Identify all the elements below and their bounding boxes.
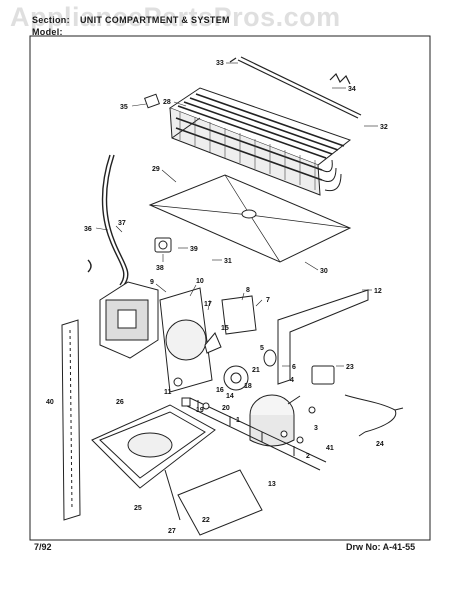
callout-13: 13 — [268, 481, 276, 488]
callout-23: 23 — [346, 364, 354, 371]
callout-37: 37 — [118, 220, 126, 227]
fan-motor-part — [204, 332, 249, 391]
wire-harness-part — [344, 394, 404, 437]
callout-36: 36 — [84, 226, 92, 233]
callout-26: 26 — [116, 399, 124, 406]
callout-7: 7 — [266, 297, 270, 304]
tube-bar-part — [229, 56, 362, 119]
callout-38: 38 — [156, 265, 164, 272]
capacitor-part — [263, 349, 277, 367]
model-label: Model: — [32, 27, 63, 37]
callout-12: 12 — [374, 288, 382, 295]
callout-33: 33 — [216, 60, 224, 67]
callout-21: 21 — [252, 367, 260, 374]
callout-20: 20 — [222, 405, 230, 412]
footer-date: 7/92 — [34, 542, 52, 552]
callout-41: 41 — [326, 445, 334, 452]
callout-14: 14 — [226, 393, 234, 400]
callout-34: 34 — [348, 86, 356, 93]
callout-9: 9 — [150, 279, 154, 286]
callout-40: 40 — [46, 399, 54, 406]
fan-shroud-part — [99, 281, 159, 359]
fan-housing-part — [159, 287, 213, 393]
motor-bracket-part — [221, 295, 257, 335]
callout-5: 5 — [260, 345, 264, 352]
condenser-coil-part — [168, 87, 352, 196]
callout-1: 1 — [236, 417, 240, 424]
callout-32: 32 — [380, 124, 388, 131]
base-rail-part — [184, 397, 327, 471]
callout-8: 8 — [246, 287, 250, 294]
callout-labels: 33 34 35 28 32 29 30 36 37 39 38 31 9 10… — [46, 60, 388, 535]
callout-15: 15 — [221, 325, 229, 332]
leader-lines — [95, 62, 378, 367]
compressor-part — [249, 394, 301, 447]
callout-30: 30 — [320, 268, 328, 275]
callout-25: 25 — [134, 505, 142, 512]
callout-6: 6 — [292, 364, 296, 371]
callout-10: 10 — [196, 278, 204, 285]
callout-39: 39 — [190, 246, 198, 253]
section-value: UNIT COMPARTMENT & SYSTEM — [80, 15, 230, 25]
relay-part — [311, 365, 335, 385]
callout-29: 29 — [152, 166, 160, 173]
drain-pan-part — [148, 174, 352, 263]
callout-18: 18 — [244, 383, 252, 390]
small-hardware-parts — [173, 377, 316, 444]
callout-35: 35 — [120, 104, 128, 111]
back-panel-part — [177, 469, 263, 536]
callout-2: 2 — [306, 453, 310, 460]
bracket-part — [154, 237, 172, 253]
callout-11: 11 — [164, 389, 172, 396]
callout-24: 24 — [376, 441, 384, 448]
base-pan-part — [91, 404, 216, 489]
clip-part-35 — [144, 93, 160, 109]
callout-3: 3 — [314, 425, 318, 432]
callout-27: 27 — [168, 528, 176, 535]
callout-17: 17 — [204, 301, 212, 308]
side-strip-part — [61, 319, 81, 521]
callout-16: 16 — [216, 387, 224, 394]
callout-22: 22 — [202, 517, 210, 524]
brace-part-27 — [164, 469, 181, 521]
section-label: Section: — [32, 15, 70, 25]
callout-4: 4 — [290, 377, 294, 384]
callout-31: 31 — [224, 258, 232, 265]
tubing-part — [87, 154, 129, 286]
watermark-text: AppliancePartsPros.com — [10, 2, 341, 32]
footer-drawing-number: Drw No: A-41-55 — [346, 542, 416, 552]
callout-28: 28 — [163, 99, 171, 106]
callout-19: 19 — [196, 407, 204, 414]
